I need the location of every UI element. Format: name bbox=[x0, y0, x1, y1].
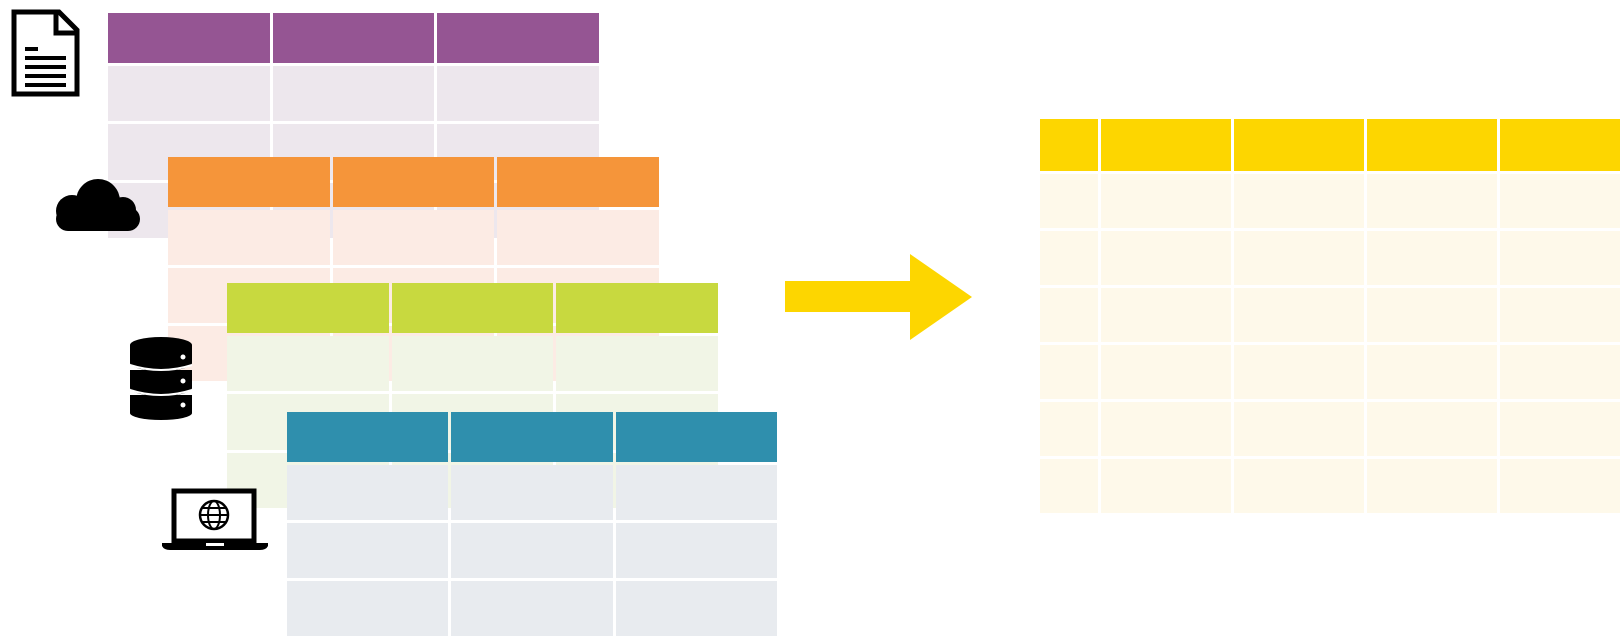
table-cell bbox=[1500, 459, 1620, 513]
table-cell bbox=[1101, 174, 1231, 228]
source-table-blue bbox=[287, 412, 777, 636]
table-cell bbox=[1040, 402, 1098, 456]
table-header-cell bbox=[391, 283, 554, 333]
table-header-cell bbox=[1101, 119, 1231, 171]
table-cell bbox=[1367, 174, 1497, 228]
table-header-cell bbox=[451, 412, 613, 462]
table-cell bbox=[272, 66, 435, 122]
table-cell bbox=[108, 66, 270, 122]
table-cell bbox=[1367, 459, 1497, 513]
table-header-cell bbox=[227, 283, 389, 333]
table-cell bbox=[451, 523, 613, 578]
table-cell bbox=[497, 210, 659, 265]
table-header-cell bbox=[556, 283, 718, 333]
table-cell bbox=[615, 465, 777, 520]
table-cell bbox=[1234, 231, 1364, 285]
table-cell bbox=[1500, 288, 1620, 342]
table-cell bbox=[1101, 459, 1231, 513]
table-cell bbox=[1367, 231, 1497, 285]
table-cell bbox=[1040, 288, 1098, 342]
table-cell bbox=[556, 336, 718, 392]
source-table-orange bbox=[168, 157, 659, 381]
table-cell bbox=[1234, 459, 1364, 513]
table-cell bbox=[1101, 402, 1231, 456]
table-header-cell bbox=[1040, 119, 1098, 171]
table-cell bbox=[437, 66, 599, 122]
table-cell bbox=[287, 523, 449, 578]
database-icon bbox=[129, 337, 193, 420]
table-cell bbox=[1234, 174, 1364, 228]
table-cell bbox=[391, 336, 554, 392]
table-cell bbox=[227, 336, 389, 392]
table-cell bbox=[1367, 345, 1497, 399]
table-cell bbox=[451, 465, 613, 520]
table-cell bbox=[1234, 402, 1364, 456]
document-icon bbox=[11, 9, 80, 97]
table-cell bbox=[615, 581, 777, 636]
table-cell bbox=[1500, 174, 1620, 228]
table-header-cell bbox=[1500, 119, 1620, 171]
table-header-cell bbox=[332, 157, 495, 207]
table-cell bbox=[1040, 459, 1098, 513]
laptop-globe-icon bbox=[162, 488, 268, 550]
table-cell bbox=[1040, 174, 1098, 228]
table-cell bbox=[1367, 402, 1497, 456]
table-header-cell bbox=[615, 412, 777, 462]
table-cell bbox=[1040, 345, 1098, 399]
cloud-icon bbox=[56, 179, 140, 231]
table-cell bbox=[1500, 231, 1620, 285]
table-cell bbox=[1101, 231, 1231, 285]
transform-arrow bbox=[785, 254, 972, 340]
table-cell bbox=[615, 523, 777, 578]
table-header-cell bbox=[1367, 119, 1497, 171]
table-header-cell bbox=[108, 13, 270, 63]
table-header-cell bbox=[287, 412, 449, 462]
table-cell bbox=[1234, 345, 1364, 399]
table-cell bbox=[287, 581, 449, 636]
table-cell bbox=[168, 210, 330, 265]
table-cell bbox=[1101, 345, 1231, 399]
table-header-cell bbox=[1234, 119, 1364, 171]
table-header-cell bbox=[168, 157, 330, 207]
table-header-cell bbox=[272, 13, 435, 63]
table-cell bbox=[1101, 288, 1231, 342]
table-cell bbox=[1500, 402, 1620, 456]
table-cell bbox=[1040, 231, 1098, 285]
table-header-cell bbox=[497, 157, 659, 207]
table-cell bbox=[1367, 288, 1497, 342]
table-cell bbox=[1500, 345, 1620, 399]
combined-target-table bbox=[1040, 119, 1620, 513]
table-cell bbox=[287, 465, 449, 520]
table-cell bbox=[451, 581, 613, 636]
table-cell bbox=[1234, 288, 1364, 342]
table-header-cell bbox=[437, 13, 599, 63]
table-cell bbox=[332, 210, 495, 265]
